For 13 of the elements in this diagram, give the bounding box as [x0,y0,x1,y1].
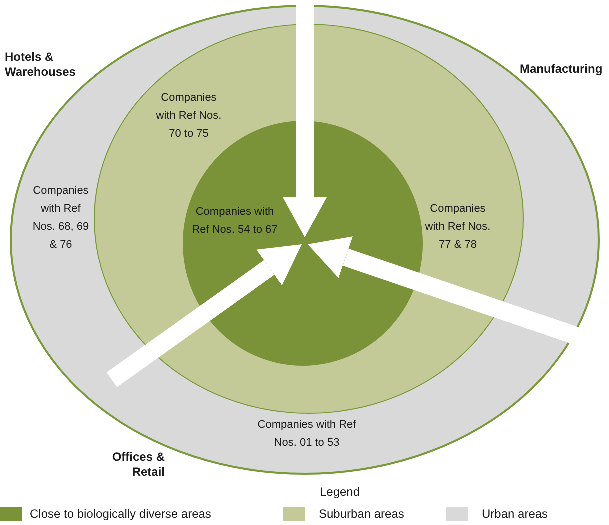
node-text: Companies with Ref Nos. 70 to 75 [155,91,223,142]
sector-label: Offices & Retail [111,450,165,480]
sector-label: Manufacturing [520,62,604,77]
arrow [106,244,302,388]
node-text: Companies with Ref Nos. 68, 69 & 76 [32,184,90,253]
sector-label: Hotels & Warehouses [5,50,77,80]
legend-text: Urban areas [482,507,548,522]
node-text: Companies with Ref Nos. 77 & 78 [424,202,492,253]
legend-text: Close to biologically diverse areas [30,507,212,522]
node-text: Companies with Ref Nos. 01 to 53 [256,418,358,451]
node-text: Companies with Ref Nos. 54 to 67 [191,205,279,238]
legend-text: Suburban areas [319,507,404,522]
legend-title: Legend [318,485,362,500]
